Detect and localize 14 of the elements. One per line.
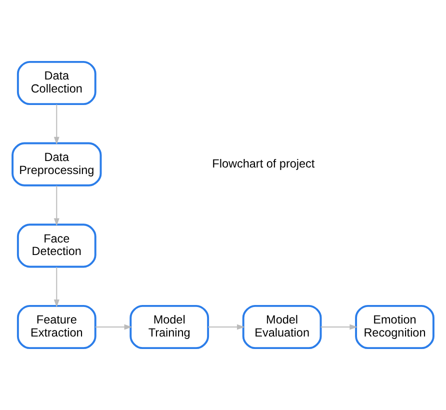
node-box: Data Collection (16, 60, 96, 106)
node-box: Feature Extraction (16, 304, 96, 350)
node-box: Face Detection (16, 224, 96, 268)
label: Flowchart of project (212, 157, 315, 170)
node-box: Model Training (130, 304, 210, 350)
arrow (54, 266, 60, 308)
node-box: Data Preprocessing (12, 142, 102, 186)
node-box: Model Evaluation (242, 304, 322, 350)
node-box: Emotion Recognition (355, 304, 434, 350)
arrow (208, 324, 245, 330)
arrow (94, 324, 132, 330)
arrow (54, 185, 60, 226)
arrow (320, 324, 358, 330)
arrow (54, 104, 60, 145)
